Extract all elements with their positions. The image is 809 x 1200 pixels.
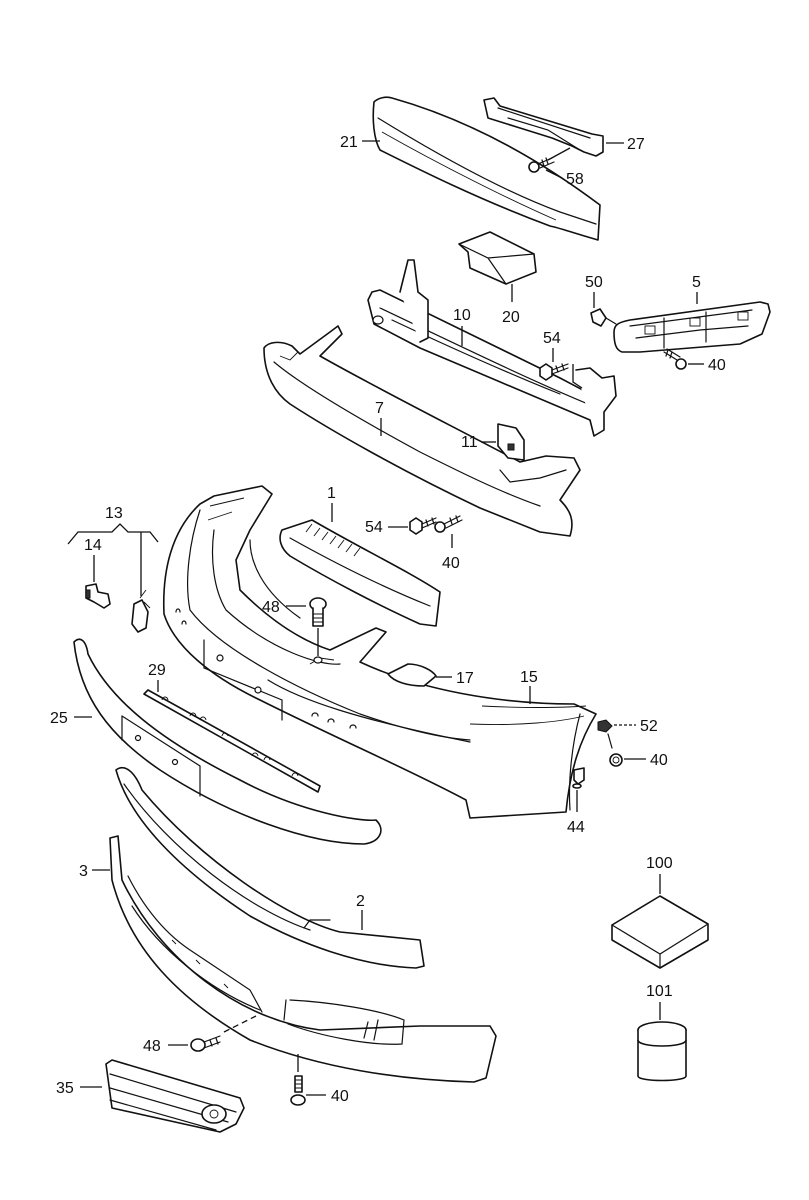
part-moulding[interactable] xyxy=(73,638,382,845)
part-trim-strip[interactable] xyxy=(143,689,321,793)
callout-40-top[interactable]: 40 xyxy=(708,357,726,374)
part-clip-50[interactable] xyxy=(590,308,617,327)
part-foam-block[interactable] xyxy=(458,231,537,285)
callout-21[interactable]: 21 xyxy=(340,134,358,151)
part-screw-40d[interactable] xyxy=(290,1075,306,1106)
part-screw-48a[interactable] xyxy=(309,597,327,664)
callout-27[interactable]: 27 xyxy=(627,136,645,153)
callout-54-upper[interactable]: 54 xyxy=(543,330,561,347)
callout-35[interactable]: 35 xyxy=(56,1080,74,1097)
callout-2[interactable]: 2 xyxy=(356,893,365,910)
part-retainer[interactable] xyxy=(497,423,525,461)
callout-54-lower[interactable]: 54 xyxy=(365,519,383,536)
callout-14[interactable]: 14 xyxy=(84,537,102,554)
part-plug[interactable] xyxy=(572,767,585,789)
part-bolt-54a[interactable] xyxy=(539,363,583,389)
callout-29[interactable]: 29 xyxy=(148,662,166,679)
part-cap[interactable] xyxy=(387,663,437,687)
part-repair-kit-box[interactable] xyxy=(611,895,709,969)
part-bumper-cover[interactable] xyxy=(162,485,597,819)
part-screw-40a[interactable] xyxy=(663,348,687,370)
callout-52[interactable]: 52 xyxy=(640,718,658,735)
part-screw-58[interactable] xyxy=(528,147,571,173)
part-air-guide[interactable] xyxy=(279,519,441,627)
callout-44[interactable]: 44 xyxy=(567,819,585,836)
callout-5[interactable]: 5 xyxy=(692,274,701,291)
callout-25[interactable]: 25 xyxy=(50,710,68,727)
part-screw-40c[interactable] xyxy=(607,733,623,767)
callout-1[interactable]: 1 xyxy=(327,485,336,502)
part-paint-pot[interactable] xyxy=(637,1021,687,1082)
part-clip-nut[interactable] xyxy=(597,719,613,733)
callout-40-mid[interactable]: 40 xyxy=(442,555,460,572)
callout-17[interactable]: 17 xyxy=(456,670,474,687)
part-fog-light-grille[interactable] xyxy=(105,1059,245,1133)
callout-10[interactable]: 10 xyxy=(453,307,471,324)
callout-3[interactable]: 3 xyxy=(79,863,88,880)
part-clip-14[interactable] xyxy=(85,583,111,609)
callout-101[interactable]: 101 xyxy=(646,983,673,1000)
callout-48-upper[interactable]: 48 xyxy=(262,599,280,616)
callout-13[interactable]: 13 xyxy=(105,505,123,522)
part-screw-48b[interactable] xyxy=(190,1015,257,1052)
part-guide-bracket[interactable] xyxy=(613,301,771,353)
callout-15[interactable]: 15 xyxy=(520,669,538,686)
part-washer-jet[interactable] xyxy=(131,589,151,633)
callout-20[interactable]: 20 xyxy=(502,309,520,326)
callout-40-bottom[interactable]: 40 xyxy=(331,1088,349,1105)
callout-48-lower[interactable]: 48 xyxy=(143,1038,161,1055)
part-carrier[interactable] xyxy=(263,325,581,537)
part-side-bracket[interactable] xyxy=(483,97,604,157)
callout-58[interactable]: 58 xyxy=(566,171,584,188)
callout-7[interactable]: 7 xyxy=(375,400,384,417)
part-impact-absorber[interactable] xyxy=(372,96,601,241)
callout-100[interactable]: 100 xyxy=(646,855,673,872)
part-spoiler[interactable] xyxy=(109,835,497,1083)
callout-40-right[interactable]: 40 xyxy=(650,752,668,769)
callout-11[interactable]: 11 xyxy=(461,434,478,451)
part-reinforcement-bar[interactable] xyxy=(367,259,617,437)
callout-50[interactable]: 50 xyxy=(585,274,603,291)
part-bolt-54b[interactable] xyxy=(409,517,437,535)
callout-layer: 21 27 58 20 50 5 40 10 54 7 11 1 54 xyxy=(50,134,726,1105)
part-screw-40b[interactable] xyxy=(434,515,463,533)
part-trim-strip-lower[interactable] xyxy=(115,766,425,969)
